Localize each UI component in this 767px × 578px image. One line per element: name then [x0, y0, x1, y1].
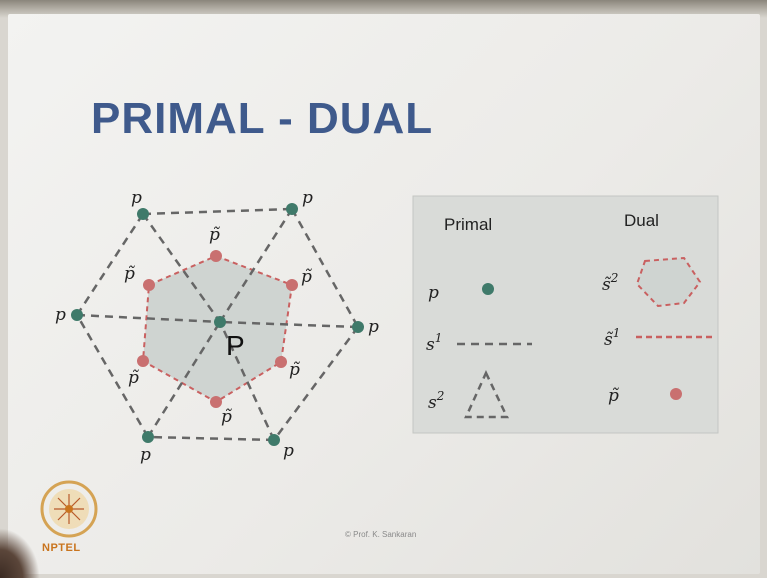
legend-primal-face-symbol — [464, 370, 509, 419]
legend-dual-face-label: s̃2 — [602, 271, 618, 295]
dual-nodes — [137, 250, 298, 408]
dual-node-label: p̃ — [209, 225, 220, 245]
primal-labels: p p p p p p — [55, 188, 379, 465]
primal-node-label: p — [140, 445, 151, 465]
dual-node-label: p̃ — [289, 360, 300, 380]
primal-node-label: p — [55, 305, 66, 325]
legend-dual-edge-label: s̃1 — [604, 326, 620, 350]
nptel-logo-text: NPTEL — [42, 542, 81, 554]
slide-credit: © Prof. K. Sankaran — [345, 530, 417, 539]
nptel-logo-icon — [40, 480, 98, 538]
primal-edges — [75, 207, 360, 442]
primal-node-label: p — [368, 317, 379, 337]
legend-primal-face-label: s2 — [428, 389, 444, 413]
presenter-hand — [0, 528, 40, 578]
legend-primal-header: Primal — [444, 215, 492, 234]
legend-dual-header: Dual — [624, 211, 659, 230]
legend-primal-edge-label: s1 — [426, 331, 442, 355]
dual-node-label: p̃ — [301, 267, 312, 287]
legend-primal-node-symbol — [482, 283, 494, 295]
dual-labels: p̃ p̃ p̃ p̃ p̃ p̃ — [124, 225, 312, 427]
legend-dual-node-label: p̃ — [608, 386, 619, 406]
dual-cell — [141, 254, 294, 404]
legend-dual-node-symbol — [670, 388, 682, 400]
legend-primal-node-label: p — [428, 283, 439, 303]
dual-node-label: p̃ — [221, 407, 232, 427]
dual-node-label: p̃ — [124, 264, 135, 284]
primal-node-label: p — [131, 188, 142, 208]
dual-node-label: p̃ — [128, 368, 139, 388]
primal-node-label: p — [283, 441, 294, 461]
handwritten-annotation: P — [226, 330, 245, 361]
legend-box — [412, 195, 719, 434]
primal-node-label: p — [302, 188, 313, 208]
primal-nodes — [71, 203, 364, 446]
legend-dual-face-symbol — [635, 256, 702, 308]
slide-title: PRIMAL - DUAL — [91, 94, 434, 143]
